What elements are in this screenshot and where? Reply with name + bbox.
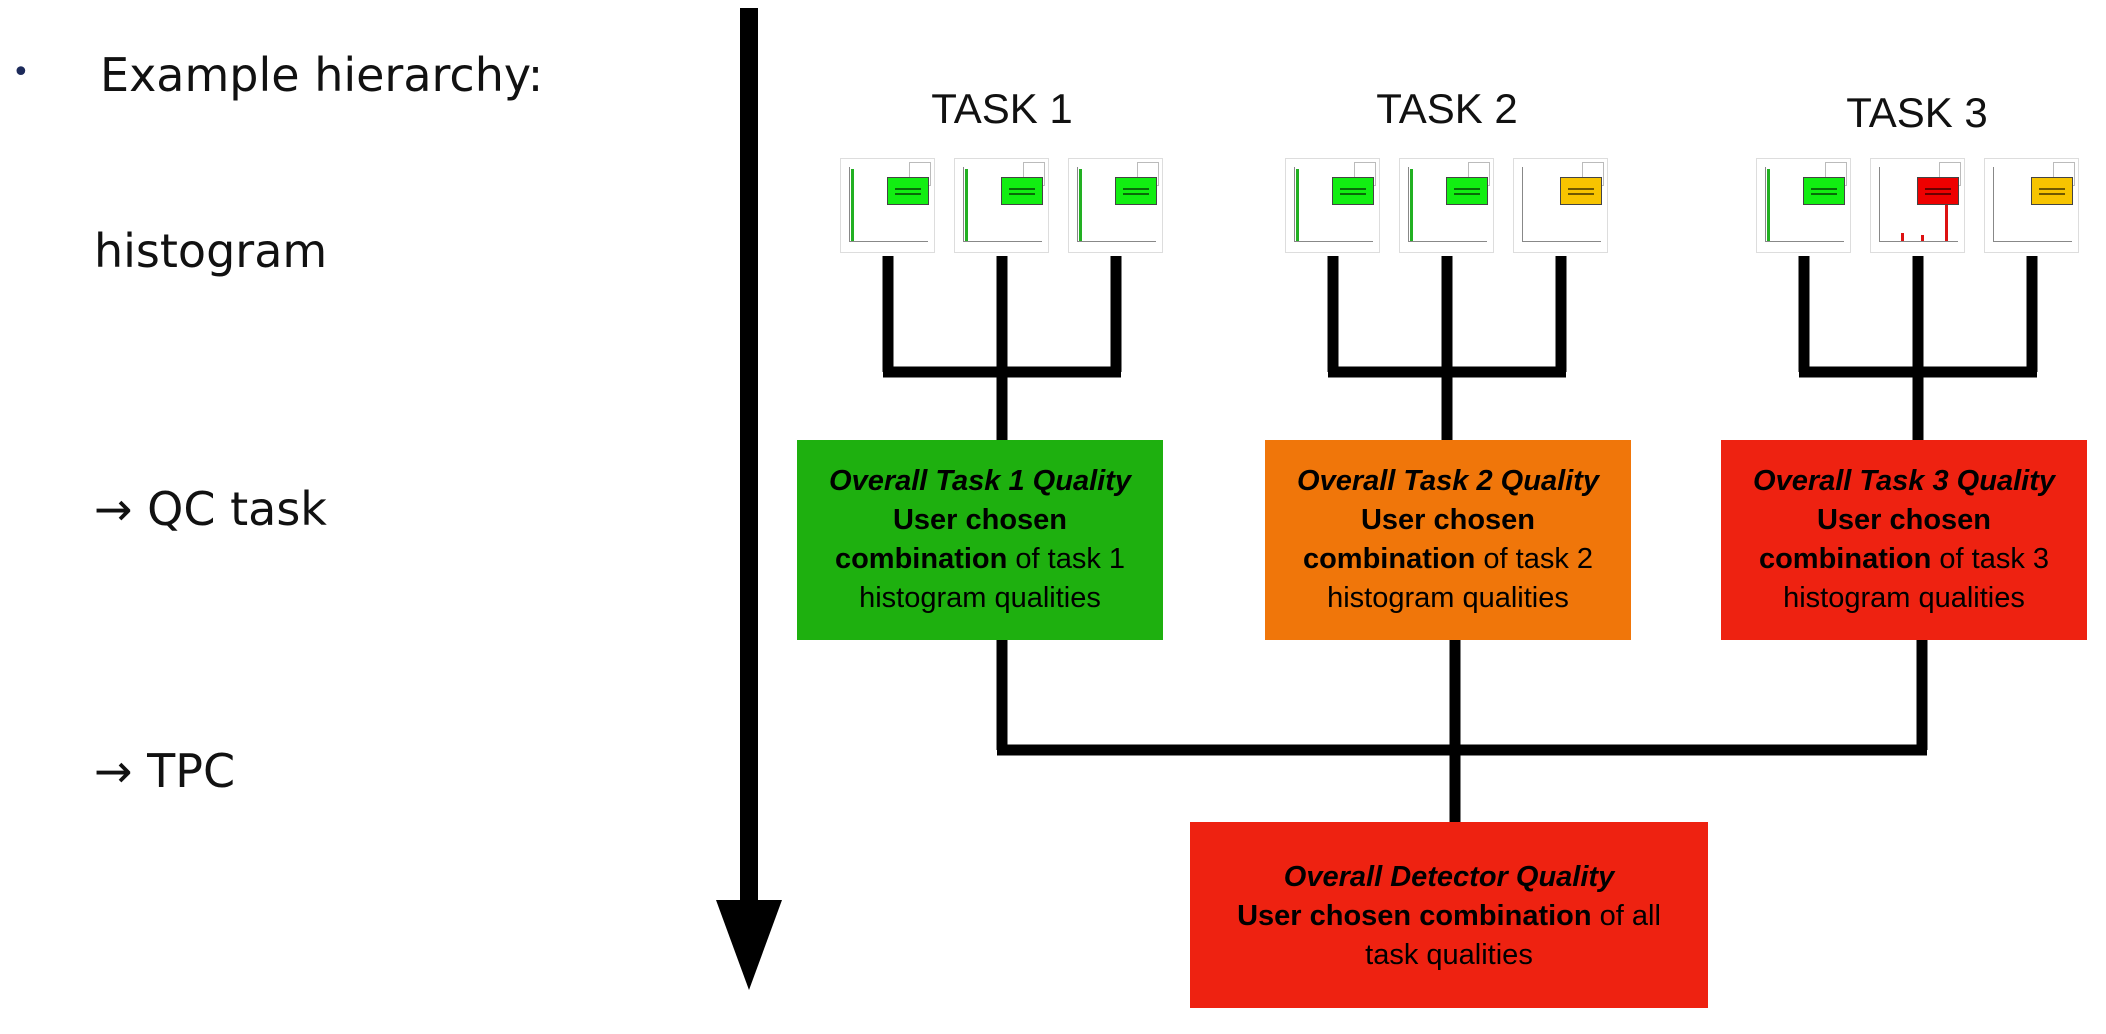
hierarchy-arrow-shaft — [740, 8, 758, 908]
quality-flag — [1332, 177, 1374, 205]
quality-flag — [2031, 177, 2073, 205]
quality-flag — [887, 177, 929, 205]
quality-flag — [1446, 177, 1488, 205]
quality-flag — [1803, 177, 1845, 205]
task-3-quality-line3: histogram qualities — [1783, 582, 2025, 614]
detector-quality-line1: of all — [1591, 900, 1661, 932]
task-2-quality-combination: combination — [1302, 543, 1476, 575]
hierarchy-arrow-head — [716, 900, 782, 990]
task2-histogram-2-thumbnail — [1399, 158, 1494, 253]
quality-flag — [1001, 177, 1043, 205]
task1-histogram-1-thumbnail — [840, 158, 935, 253]
task-2-title: TASK 2 — [1376, 85, 1518, 132]
task3-histogram-2-thumbnail — [1870, 158, 1965, 253]
task2-histogram-1-thumbnail — [1285, 158, 1380, 253]
task3-histogram-3-thumbnail — [1984, 158, 2079, 253]
task-2-quality-line1: User chosen — [1360, 504, 1536, 536]
task1-histogram-3-thumbnail — [1068, 158, 1163, 253]
task2-histogram-3-thumbnail — [1513, 158, 1608, 253]
task3-histogram-1-thumbnail — [1756, 158, 1851, 253]
quality-flag — [1917, 177, 1959, 205]
task1-histogram-2-thumbnail — [954, 158, 1049, 253]
task3-connector — [1798, 256, 2038, 440]
task-3-quality-box: Overall Task 3 Quality User chosen combi… — [1721, 440, 2087, 640]
task-2-quality-line3: histogram qualities — [1327, 582, 1569, 614]
task2-connector — [1327, 256, 1567, 440]
quality-flag — [1560, 177, 1602, 205]
task-1-quality-title: Overall Task 1 Quality — [829, 465, 1131, 497]
task-3-title: TASK 3 — [1846, 89, 1988, 136]
task-1-title: TASK 1 — [931, 85, 1073, 132]
task-2-quality-line2: of task 2 — [1475, 543, 1594, 575]
bullet-dot: • — [12, 55, 30, 90]
level-histogram: histogram — [94, 224, 328, 278]
detector-quality-line2: task qualities — [1365, 939, 1533, 971]
task-3-quality-title: Overall Task 3 Quality — [1753, 465, 2055, 497]
task1-connector — [882, 256, 1122, 440]
task-1-quality-line3: histogram qualities — [859, 582, 1101, 614]
detector-connector — [996, 640, 1928, 822]
task-3-quality-line2: of task 3 — [1931, 543, 2050, 575]
task-1-quality-line2: of task 1 — [1007, 543, 1126, 575]
task-1-quality-line1: User chosen — [892, 504, 1068, 536]
hierarchy-heading: Example hierarchy: — [100, 48, 544, 102]
detector-quality-combination: User chosen combination — [1237, 900, 1592, 932]
task-3-quality-combination: combination — [1758, 543, 1932, 575]
detector-quality-box: Overall Detector Quality User chosen com… — [1190, 822, 1708, 1008]
detector-quality-title: Overall Detector Quality — [1283, 861, 1615, 893]
task-1-quality-combination: combination — [834, 543, 1008, 575]
task-2-quality-title: Overall Task 2 Quality — [1297, 465, 1599, 497]
quality-flag — [1115, 177, 1157, 205]
task-1-quality-box: Overall Task 1 Quality User chosen combi… — [797, 440, 1163, 640]
level-tpc: → TPC — [94, 744, 236, 798]
level-qc-task: → QC task — [94, 482, 327, 536]
task-3-quality-line1: User chosen — [1816, 504, 1992, 536]
task-2-quality-box: Overall Task 2 Quality User chosen combi… — [1265, 440, 1631, 640]
